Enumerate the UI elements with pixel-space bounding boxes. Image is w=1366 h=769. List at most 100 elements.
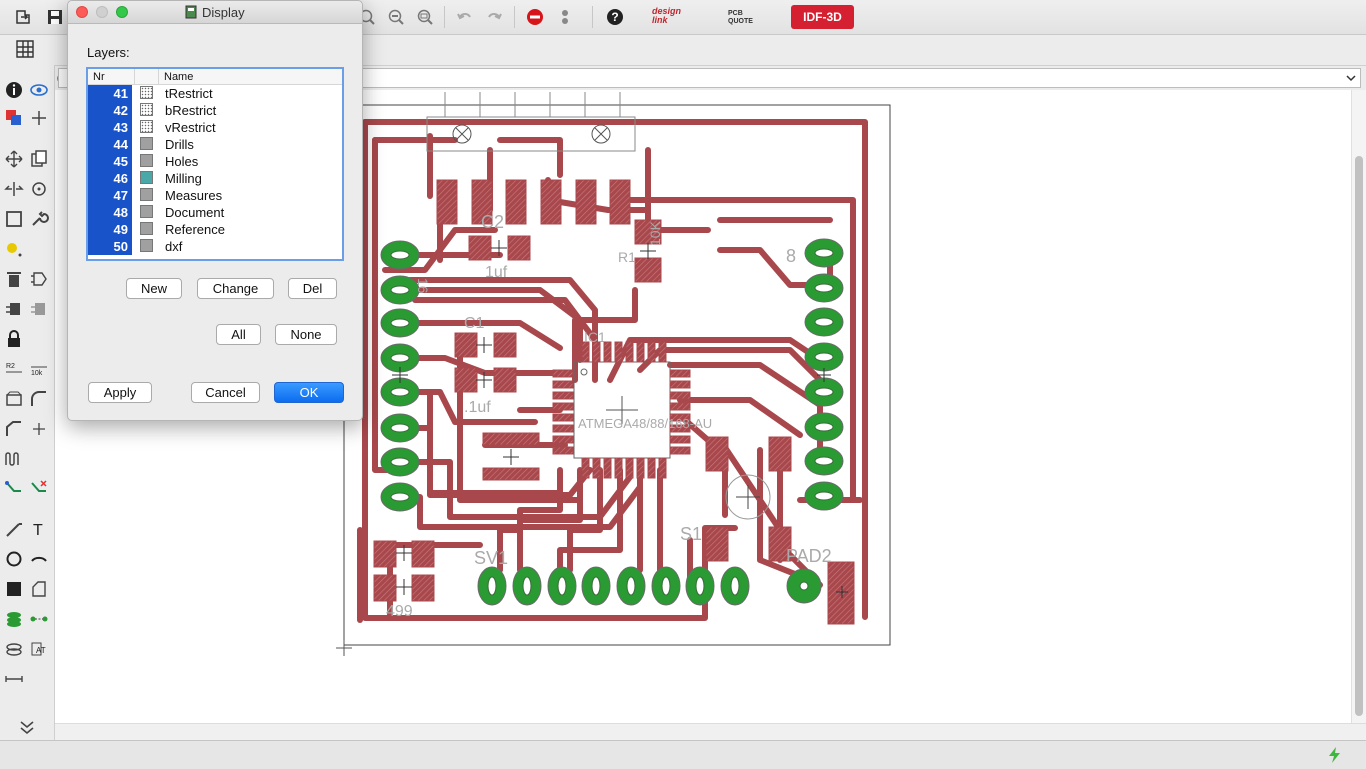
cancel-button[interactable]: Cancel [191,382,260,403]
meander-icon[interactable] [4,449,24,469]
wrench-icon[interactable] [29,209,49,229]
layer-number: 47 [88,187,132,204]
label-c2-value: 1uf [485,264,508,281]
ripup-icon[interactable] [29,479,49,499]
zoom-out-icon[interactable] [387,8,405,26]
info-icon[interactable] [4,80,24,100]
layer-number: 46 [88,170,132,187]
copy-icon[interactable] [29,149,49,169]
undo-icon[interactable] [456,8,474,26]
zoom-window-button[interactable] [116,6,128,18]
smash-icon[interactable] [4,389,24,409]
mirror-icon[interactable] [4,179,24,199]
grid-icon[interactable] [16,40,34,58]
layer-number: 41 [88,85,132,102]
label-16: 16 [415,278,431,294]
hole-icon[interactable] [4,639,24,659]
minimize-window-button[interactable] [96,6,108,18]
layer-number: 43 [88,119,132,136]
circle-icon[interactable] [4,549,24,569]
label-c1-value: .1uf [464,399,491,416]
layer-name: bRestrict [165,103,217,118]
move-icon[interactable] [4,149,24,169]
vertical-scrollbar[interactable] [1351,90,1366,723]
layer-name: vRestrict [165,120,216,135]
open-icon[interactable] [14,8,32,26]
text-icon[interactable]: T [29,519,49,539]
layer-name: Milling [165,171,202,186]
label-8: 8 [786,246,796,266]
stop-icon[interactable] [526,8,544,26]
replace-icon[interactable] [29,299,49,319]
attribute-icon[interactable]: AT [29,639,49,659]
svg-text:?: ? [611,10,618,24]
layer-row[interactable]: 43 vRestrict [88,119,342,136]
ok-button[interactable]: OK [274,382,344,403]
layer-color-swatch [140,188,153,201]
pinswap-icon[interactable] [4,299,24,319]
group-icon[interactable] [4,209,24,229]
lock-icon[interactable] [4,329,24,349]
via-icon[interactable] [4,609,24,629]
pcbquote-logo[interactable]: PCB QUOTE [728,10,753,25]
miter-icon[interactable] [29,389,49,409]
label-c1: C1 [464,315,485,332]
column-color[interactable] [135,69,159,85]
layer-name: Reference [165,222,225,237]
show-icon[interactable] [29,80,49,100]
split-icon[interactable] [4,419,24,439]
redo-icon[interactable] [485,8,503,26]
dimension-icon[interactable] [4,669,24,689]
optimize-icon[interactable] [29,419,49,439]
change-layer-button[interactable]: Change [197,278,274,299]
expand-tools-icon[interactable] [17,717,37,737]
rectangle-icon[interactable] [4,579,24,599]
help-icon[interactable]: ? [606,8,624,26]
wire-icon[interactable] [4,519,24,539]
layer-row[interactable]: 46 Milling [88,170,342,187]
lightning-icon[interactable] [1326,746,1344,764]
chevron-down-icon[interactable] [1346,73,1356,83]
delete-icon[interactable] [4,269,24,289]
zoom-select-icon[interactable] [416,8,434,26]
column-name[interactable]: Name [159,69,342,85]
signal-icon[interactable] [29,609,49,629]
designlink-logo[interactable]: design link [652,6,682,25]
label-r1: R1 [618,249,636,265]
idf3d-button[interactable]: IDF-3D [791,5,854,29]
svg-text:R2: R2 [6,363,15,370]
layer-color-swatch [140,239,153,252]
arc-icon[interactable] [29,549,49,569]
delete-layer-button[interactable]: Del [288,278,337,299]
all-layers-button[interactable]: All [216,324,261,345]
column-nr[interactable]: Nr [88,69,135,85]
value-icon[interactable]: 10k [29,359,49,379]
name-icon[interactable]: R2 [4,359,24,379]
none-layers-button[interactable]: None [275,324,337,345]
layers-label: Layers: [87,45,130,60]
dialog-titlebar[interactable]: Display [68,1,362,24]
route-icon[interactable] [4,479,24,499]
new-layer-button[interactable]: New [126,278,182,299]
close-window-button[interactable] [76,6,88,18]
apply-button[interactable]: Apply [88,382,152,403]
rotate-icon[interactable] [29,179,49,199]
mark-icon[interactable] [29,108,49,128]
command-input[interactable] [58,68,1361,88]
add-part-icon[interactable] [29,269,49,289]
paint-icon[interactable] [4,239,24,259]
polygon-icon[interactable] [29,579,49,599]
pause-icon[interactable] [556,8,574,26]
display-layers-icon[interactable] [4,108,24,128]
save-icon[interactable] [46,8,64,26]
scroll-thumb[interactable] [1355,156,1363,716]
